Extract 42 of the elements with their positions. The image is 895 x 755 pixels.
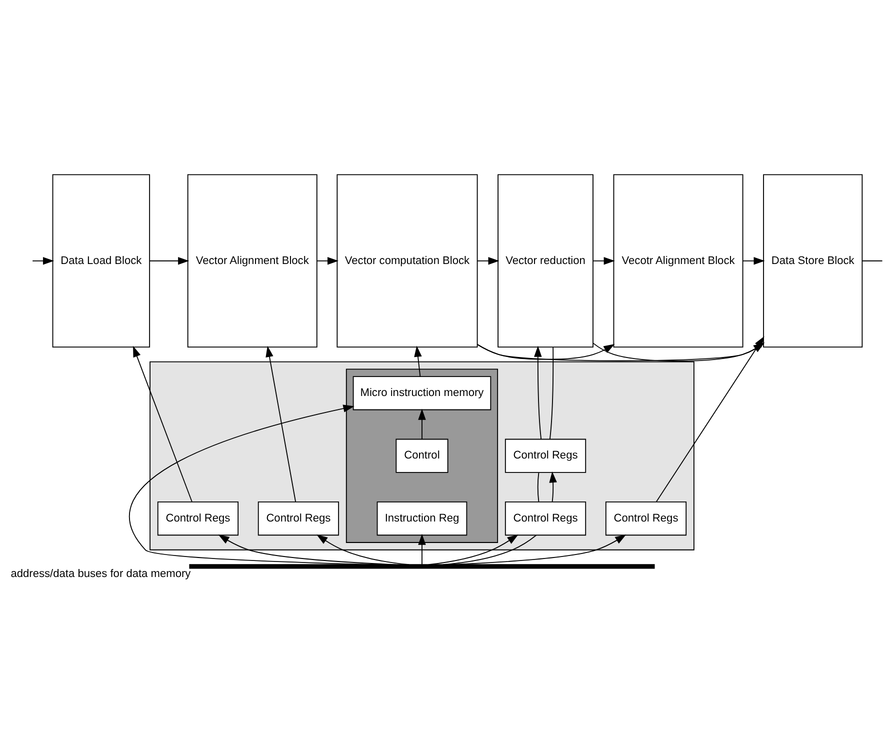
arrow — [477, 257, 500, 265]
arrow — [218, 534, 396, 566]
arrow — [316, 534, 410, 566]
arrow — [592, 257, 615, 265]
node-box: Control Regs — [504, 502, 586, 536]
node-box: Micro instruction memory — [352, 376, 492, 410]
node-bar — [189, 564, 655, 569]
arrow — [448, 534, 626, 566]
arrow — [549, 471, 557, 502]
connector — [549, 346, 554, 440]
arrow — [592, 342, 765, 362]
arrow — [414, 346, 422, 377]
node-box: Control Regs — [258, 502, 340, 536]
arrow — [316, 257, 339, 265]
arrow — [428, 534, 518, 566]
node-box: Vector reduction — [498, 174, 594, 348]
node-label: address/data buses for data memory — [10, 568, 191, 580]
node-box: Control Regs — [157, 502, 239, 536]
node-box: Vector computation Block — [336, 174, 478, 348]
arrow — [32, 257, 54, 265]
cluster — [150, 361, 694, 550]
arrow — [418, 534, 426, 565]
node-box: Vecotr Alignment Block — [613, 174, 744, 348]
connector — [442, 534, 537, 566]
arrow — [477, 342, 765, 362]
arrow — [418, 408, 426, 440]
node-box: Vector Alignment Block — [187, 174, 318, 348]
arrow — [266, 346, 296, 502]
arrow — [534, 346, 542, 440]
node-box: Data Store Block — [763, 174, 863, 348]
arrow — [133, 346, 192, 502]
arrow — [128, 404, 379, 566]
node-box: Data Load Block — [52, 174, 150, 348]
cluster — [346, 368, 498, 543]
node-box: Instruction Reg — [376, 502, 468, 536]
connector — [537, 472, 540, 502]
connector — [862, 260, 883, 262]
node-box: Control Regs — [605, 502, 687, 536]
node-box: Control Regs — [504, 438, 586, 473]
node-box: Control — [396, 438, 448, 473]
arrow — [149, 257, 190, 265]
arrow — [742, 257, 765, 265]
